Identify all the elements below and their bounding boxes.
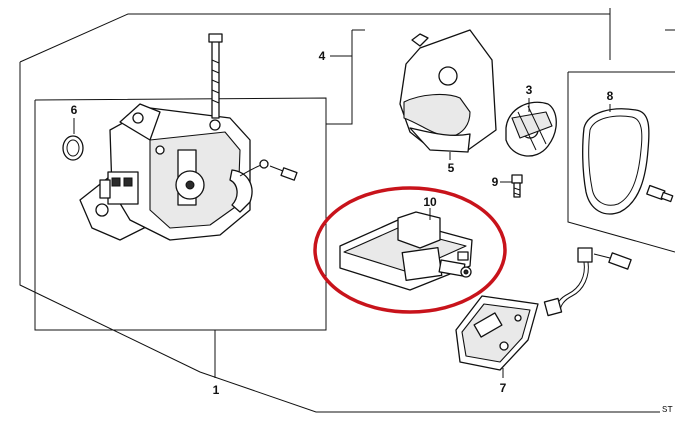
- cap-gasket: [582, 108, 650, 215]
- callout-4: 4: [319, 49, 326, 63]
- outer-boundary: [19, 8, 675, 413]
- distributor-cap: [399, 29, 497, 153]
- ignition-coil: [339, 211, 473, 291]
- callout-1: 1: [213, 383, 220, 397]
- rotor: [505, 101, 557, 157]
- ground-wire: [543, 247, 632, 317]
- callout-6: 6: [71, 103, 78, 117]
- callout-5: 5: [448, 161, 455, 175]
- o-ring-part: [62, 135, 84, 161]
- igniter-module: [455, 295, 539, 371]
- callout-8: 8: [607, 89, 614, 103]
- cap-group-bracket: [326, 29, 365, 125]
- callout-9: 9: [492, 175, 499, 189]
- side-bolt: [646, 184, 674, 203]
- highlight-circle: [313, 186, 507, 314]
- callout-10: 10: [423, 195, 437, 209]
- rotor-screw: [511, 174, 523, 198]
- diagram-code-stamp: ST: [662, 405, 673, 415]
- callout-7: 7: [500, 381, 507, 395]
- housing-group-box: [34, 97, 327, 378]
- callout-3: 3: [526, 83, 533, 97]
- distributor-housing: [62, 33, 298, 241]
- gasket-group-box: [567, 71, 675, 253]
- leader-lines: [73, 98, 611, 378]
